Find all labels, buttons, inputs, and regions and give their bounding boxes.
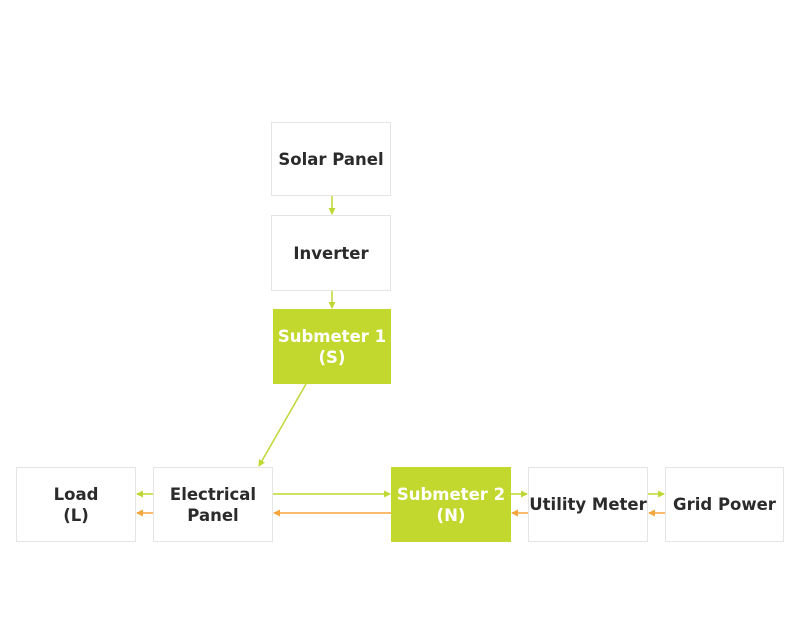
submeter-2-code: (N) [436,505,466,525]
submeter-1-code: (S) [318,347,346,367]
solar-panel-box: Solar Panel [271,122,391,196]
submeter-1-box: Submeter 1 (S) [273,309,391,384]
submeter-2-label: Submeter 2 [396,484,506,504]
utility-meter-box: Utility Meter [528,467,648,542]
solar-panel-label: Solar Panel [278,149,384,169]
electrical-panel-label-line-2: Panel [187,505,239,525]
grid-power-label: Grid Power [673,495,776,514]
inverter-box: Inverter [271,215,391,291]
utility-meter-label: Utility Meter [529,495,647,514]
submeter-1-label: Submeter 1 [277,326,387,346]
electrical-panel-label-line-1: Electrical [169,484,257,504]
grid-power-box: Grid Power [665,467,784,542]
load-label: Load [53,484,99,504]
load-box: Load (L) [16,467,136,542]
electrical-panel-box: Electrical Panel [153,467,273,542]
inverter-label: Inverter [293,243,369,263]
submeter-2-box: Submeter 2 (N) [391,467,511,542]
load-code: (L) [63,505,89,525]
arrow-submeter-1-to-electrical-panel [258,383,307,467]
